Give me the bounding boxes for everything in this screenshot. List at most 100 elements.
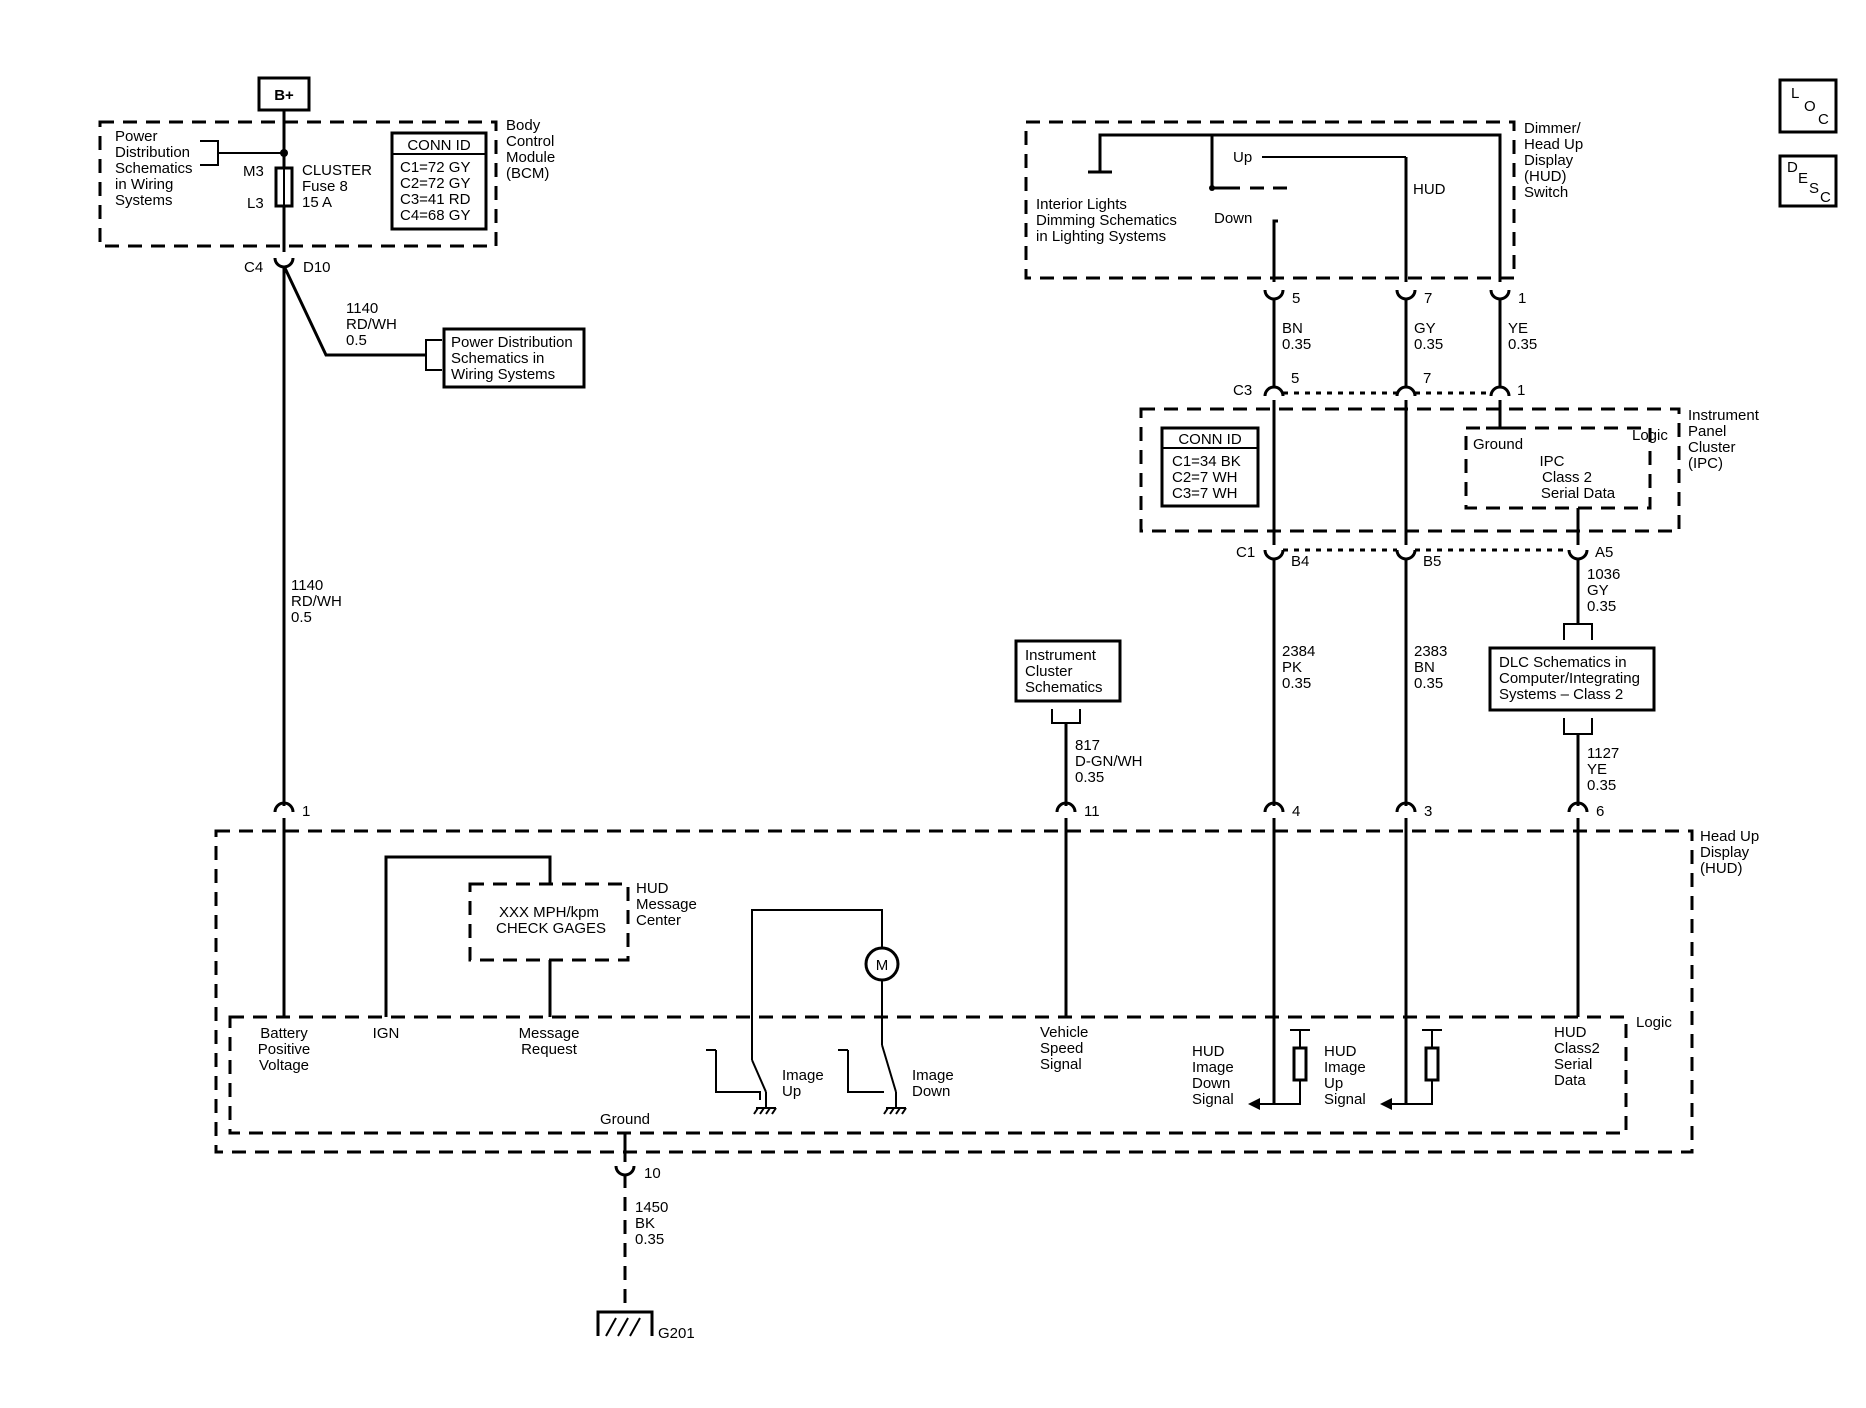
svg-text:11: 11 [1084,803,1100,820]
svg-text:Class2: Class2 [1554,1040,1600,1057]
svg-text:1140: 1140 [291,577,323,594]
svg-text:HUD: HUD [1554,1024,1587,1041]
svg-text:Fuse 8: Fuse 8 [302,178,348,195]
svg-text:Schematics: Schematics [115,160,193,177]
svg-text:(BCM): (BCM) [506,165,549,182]
svg-text:Instrument: Instrument [1025,647,1097,664]
svg-text:CONN ID: CONN ID [407,137,471,154]
svg-text:HUD: HUD [1324,1043,1357,1060]
svg-text:RD/WH: RD/WH [346,316,397,333]
arrow-left-icon [1380,1098,1392,1110]
svg-text:Image: Image [782,1067,824,1084]
svg-text:15 A: 15 A [302,194,332,211]
svg-text:4: 4 [1292,803,1300,820]
svg-text:Control: Control [506,133,554,150]
resistor-icon [1292,1046,1308,1082]
svg-text:0.35: 0.35 [1587,598,1616,615]
svg-text:B5: B5 [1423,553,1441,570]
svg-text:C3=41 RD: C3=41 RD [400,191,471,208]
svg-text:Switch: Switch [1524,184,1568,201]
svg-text:0.35: 0.35 [1414,675,1443,692]
svg-text:Serial Data: Serial Data [1541,485,1616,502]
svg-text:Voltage: Voltage [259,1057,309,1074]
svg-text:C3=7 WH: C3=7 WH [1172,485,1237,502]
svg-text:HUD: HUD [636,880,669,897]
svg-text:Request: Request [521,1041,578,1058]
battery-label: B+ [274,87,294,104]
arrow-left-icon [1248,1098,1260,1110]
svg-text:CONN ID: CONN ID [1178,431,1242,448]
svg-text:C: C [1820,189,1831,206]
svg-text:C1=34 BK: C1=34 BK [1172,453,1241,470]
svg-text:C2=7 WH: C2=7 WH [1172,469,1237,486]
ipc-label: Instrument [1688,407,1760,424]
svg-text:Cluster: Cluster [1025,663,1073,680]
svg-text:D: D [1787,159,1798,176]
svg-text:1140: 1140 [346,300,378,317]
svg-text:O: O [1804,98,1816,115]
svg-text:1: 1 [302,803,310,820]
svg-text:B4: B4 [1291,553,1309,570]
svg-text:5: 5 [1291,370,1299,387]
wire-1140-branch [282,265,426,357]
power-distribution-box: Power Distribution Schematics in Wiring … [442,327,586,389]
svg-text:Up: Up [1324,1075,1343,1092]
pin-l3: L3 [247,195,264,212]
svg-text:0.35: 0.35 [1282,675,1311,692]
svg-text:Schematics: Schematics [1025,679,1103,696]
switch-hud-label: HUD [1413,181,1446,198]
svg-text:Wiring Systems: Wiring Systems [451,366,555,383]
ipc-conn-id-box: CONN ID C1=34 BK C2=7 WH C3=7 WH [1160,426,1260,508]
svg-text:GY: GY [1414,320,1436,337]
svg-text:1: 1 [1517,382,1525,399]
svg-text:Display: Display [1700,844,1750,861]
svg-text:C4=68 GY: C4=68 GY [400,207,470,224]
svg-text:Module: Module [506,149,555,166]
hud-label: Head Up [1700,828,1759,845]
svg-text:Interior Lights: Interior Lights [1036,196,1127,213]
svg-text:C4: C4 [244,259,263,276]
svg-text:Speed: Speed [1040,1040,1083,1057]
svg-text:Computer/Integrating: Computer/Integrating [1499,670,1640,687]
svg-text:Class 2: Class 2 [1542,469,1592,486]
svg-text:Logic: Logic [1632,427,1668,444]
switch-down-label: Down [1214,210,1252,227]
svg-text:Message: Message [519,1025,580,1042]
ground-label: G201 [658,1325,695,1342]
svg-text:2383: 2383 [1414,643,1447,660]
dimmer-hud-switch: Dimmer/ Head Up Display (HUD) Switch Int… [1024,120,1583,282]
svg-text:0.5: 0.5 [346,332,367,349]
svg-text:in Wiring: in Wiring [115,176,173,193]
svg-text:Serial: Serial [1554,1056,1592,1073]
svg-text:2384: 2384 [1282,643,1315,660]
svg-text:BK: BK [635,1215,655,1232]
bcm-label: Body [506,117,541,134]
desc-icon[interactable]: D E S C [1778,154,1838,208]
svg-text:Dimming Schematics: Dimming Schematics [1036,212,1177,229]
svg-text:D10: D10 [303,259,331,276]
svg-text:0.35: 0.35 [1282,336,1311,353]
svg-text:Signal: Signal [1324,1091,1366,1108]
instrument-cluster-box: Instrument Cluster Schematics [1014,639,1122,703]
svg-text:D-GN/WH: D-GN/WH [1075,753,1143,770]
svg-text:1127: 1127 [1587,745,1619,762]
svg-text:C2=72 GY: C2=72 GY [400,175,470,192]
svg-text:Image: Image [1324,1059,1366,1076]
svg-text:Systems: Systems [115,192,173,209]
svg-text:Display: Display [1524,152,1574,169]
svg-text:Logic: Logic [1636,1014,1672,1031]
svg-text:Cluster: Cluster [1688,439,1736,456]
svg-text:7: 7 [1424,290,1432,307]
svg-text:Power Distribution: Power Distribution [451,334,573,351]
svg-text:Signal: Signal [1192,1091,1234,1108]
svg-text:Distribution: Distribution [115,144,190,161]
svg-text:PK: PK [1282,659,1302,676]
svg-text:0.35: 0.35 [1414,336,1443,353]
ipc-module: Instrument Panel Cluster (IPC) CONN ID C… [1139,400,1760,545]
dlc-schematics-box: DLC Schematics in Computer/Integrating S… [1488,646,1656,712]
svg-text:Center: Center [636,912,681,929]
svg-text:C: C [1818,111,1829,128]
svg-text:Vehicle: Vehicle [1040,1024,1088,1041]
hud-module: Head Up Display (HUD) Logic Battery Posi… [214,818,1759,1154]
loc-icon[interactable]: L O C [1778,78,1838,134]
